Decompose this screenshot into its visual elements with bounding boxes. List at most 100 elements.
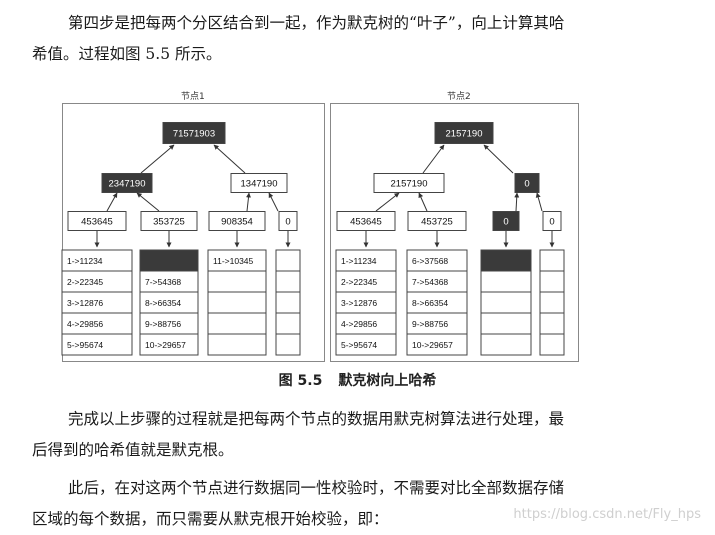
node2-leaf-label: 453645 — [350, 217, 382, 228]
arrow-edge — [268, 192, 279, 212]
node1-leaf-box — [278, 211, 298, 231]
node1-level1-box — [101, 173, 153, 193]
paragraph-merkle-root: 完成以上步骤的过程就是把每两个节点的数据用默克树算法进行处理，最 后得到的哈希值… — [32, 404, 692, 466]
arrow-edge — [483, 144, 514, 174]
arrow-edge — [213, 144, 246, 174]
node1-level1-label: 2347190 — [109, 179, 146, 190]
node1-table-entry: 5->95674 — [67, 340, 103, 350]
node1-table-entry: 7->54368 — [145, 277, 181, 287]
node1-table-entry: 8->66354 — [145, 298, 181, 308]
node1-table-entry: 11->10345 — [213, 256, 254, 266]
node2-table-cell — [480, 249, 532, 272]
node1-table-cell — [275, 291, 301, 314]
node1-table-entry: 2->22345 — [67, 277, 103, 287]
node1-leaf-label: 453645 — [81, 217, 113, 228]
node2-level1-label: 2157190 — [391, 179, 428, 190]
arrow-edge — [246, 192, 251, 212]
node2-table-cell — [539, 333, 565, 356]
node2-table-entry: 6->37568 — [412, 256, 448, 266]
node2-root-label: 2157190 — [446, 129, 483, 140]
node2-table-entry: 7->54368 — [412, 277, 448, 287]
node2-table-entry: 1->11234 — [341, 256, 377, 266]
node2-level1-box — [373, 173, 445, 193]
caption-text: 默克树向上哈希 — [338, 373, 437, 389]
node2-title: 节点2 — [447, 92, 471, 102]
node1-table-entry: 3->12876 — [67, 298, 103, 308]
node2-leaf-box — [542, 211, 562, 231]
node1-table-cell — [207, 291, 267, 314]
arrow-edge — [106, 192, 118, 212]
node1-root-box — [162, 122, 226, 144]
node1-leaf-box — [67, 211, 127, 231]
watermark: https://blog.csdn.net/Fly_hps — [513, 507, 701, 522]
node2-table-cell — [480, 312, 532, 335]
node2-leaf-label: 453725 — [421, 217, 453, 228]
text-line: 此后，在对这两个节点进行数据同一性校验时，不需要对比全部数据存储 — [68, 479, 565, 497]
node2-table-entry: 9->88756 — [412, 319, 448, 329]
node1-level1-label: 1347190 — [241, 179, 278, 190]
node2-root-box — [434, 122, 494, 144]
node2-table-cell — [480, 270, 532, 293]
text-line: 区域的每个数据，而只需要从默克根开始校验，即： — [32, 510, 389, 528]
node1-table-entry: 10->29657 — [145, 340, 186, 350]
node2-table-cell — [539, 291, 565, 314]
node2-table-entry: 5->95674 — [341, 340, 377, 350]
arrow-edge — [535, 192, 543, 212]
node1-title: 节点1 — [181, 92, 205, 102]
node1-table-cell — [275, 249, 301, 272]
arrow-edge — [418, 192, 428, 212]
node1-table-cell — [139, 333, 199, 356]
arrow-edge — [514, 192, 520, 212]
paragraph-verification: 此后，在对这两个节点进行数据同一性校验时，不需要对比全部数据存储 区域的每个数据… — [32, 473, 692, 535]
node2-table-cell — [539, 270, 565, 293]
node1-leaf-box — [140, 211, 198, 231]
node1-table-cell — [275, 312, 301, 335]
caption-number: 图 5.5 — [278, 373, 323, 389]
node1-table-cell — [207, 333, 267, 356]
node2-leaf-box — [336, 211, 396, 231]
node2-table-entry: 8->66354 — [412, 298, 448, 308]
text-line: 第四步是把每两个分区结合到一起，作为默克树的“叶子”，向上计算其哈 — [68, 14, 565, 32]
node2-leaf-box — [407, 211, 467, 231]
arrow-edge — [136, 192, 160, 212]
node2-table-cell — [539, 249, 565, 272]
node1-table-cell — [139, 249, 199, 272]
node1-level1-box — [230, 173, 288, 193]
node2-level1-box — [514, 173, 540, 193]
figure-caption: 图 5.5 默克树向上哈希 — [0, 370, 715, 390]
node1-root-label: 71571903 — [173, 129, 215, 140]
node1-leaf-label: 353725 — [153, 217, 185, 228]
node2-table-cell — [406, 333, 468, 356]
node2-table-cell — [480, 291, 532, 314]
node2-table-cell — [480, 333, 532, 356]
node2-table-entry: 2->22345 — [341, 277, 377, 287]
node1-leaf-box — [208, 211, 266, 231]
node1-table-entry: 1->11234 — [67, 256, 103, 266]
node2-table-cell — [539, 312, 565, 335]
node1-table-cell — [275, 270, 301, 293]
arrow-edge — [375, 192, 400, 212]
node2-leaf-label: 0 — [549, 217, 554, 228]
node1-leaf-label: 908354 — [221, 217, 253, 228]
node1-leaf-label: 0 — [285, 217, 290, 228]
node2-table-entry: 4->29856 — [341, 319, 377, 329]
node1-table-cell — [207, 270, 267, 293]
text-line: 完成以上步骤的过程就是把每两个节点的数据用默克树算法进行处理，最 — [68, 410, 565, 428]
node2-leaf-label: 0 — [503, 217, 508, 228]
node2-table-entry: 3->12876 — [341, 298, 377, 308]
arrow-edge — [422, 144, 445, 174]
text-line: 希值。过程如图 5.5 所示。 — [32, 45, 222, 63]
node1-table-cell — [61, 333, 133, 356]
node2-leaf-box — [492, 211, 520, 231]
text-line: 后得到的哈希值就是默克根。 — [32, 441, 234, 459]
node2-level1-label: 0 — [524, 179, 529, 190]
node1-table-entry: 9->88756 — [145, 319, 181, 329]
node1-table-cell — [207, 312, 267, 335]
arrow-edge — [140, 144, 175, 174]
node2-table-entry: 10->29657 — [412, 340, 453, 350]
paragraph-step-four: 第四步是把每两个分区结合到一起，作为默克树的“叶子”，向上计算其哈 希值。过程如… — [32, 8, 692, 70]
node1-table-cell — [275, 333, 301, 356]
node2-table-cell — [335, 333, 397, 356]
node1-table-entry: 4->29856 — [67, 319, 103, 329]
